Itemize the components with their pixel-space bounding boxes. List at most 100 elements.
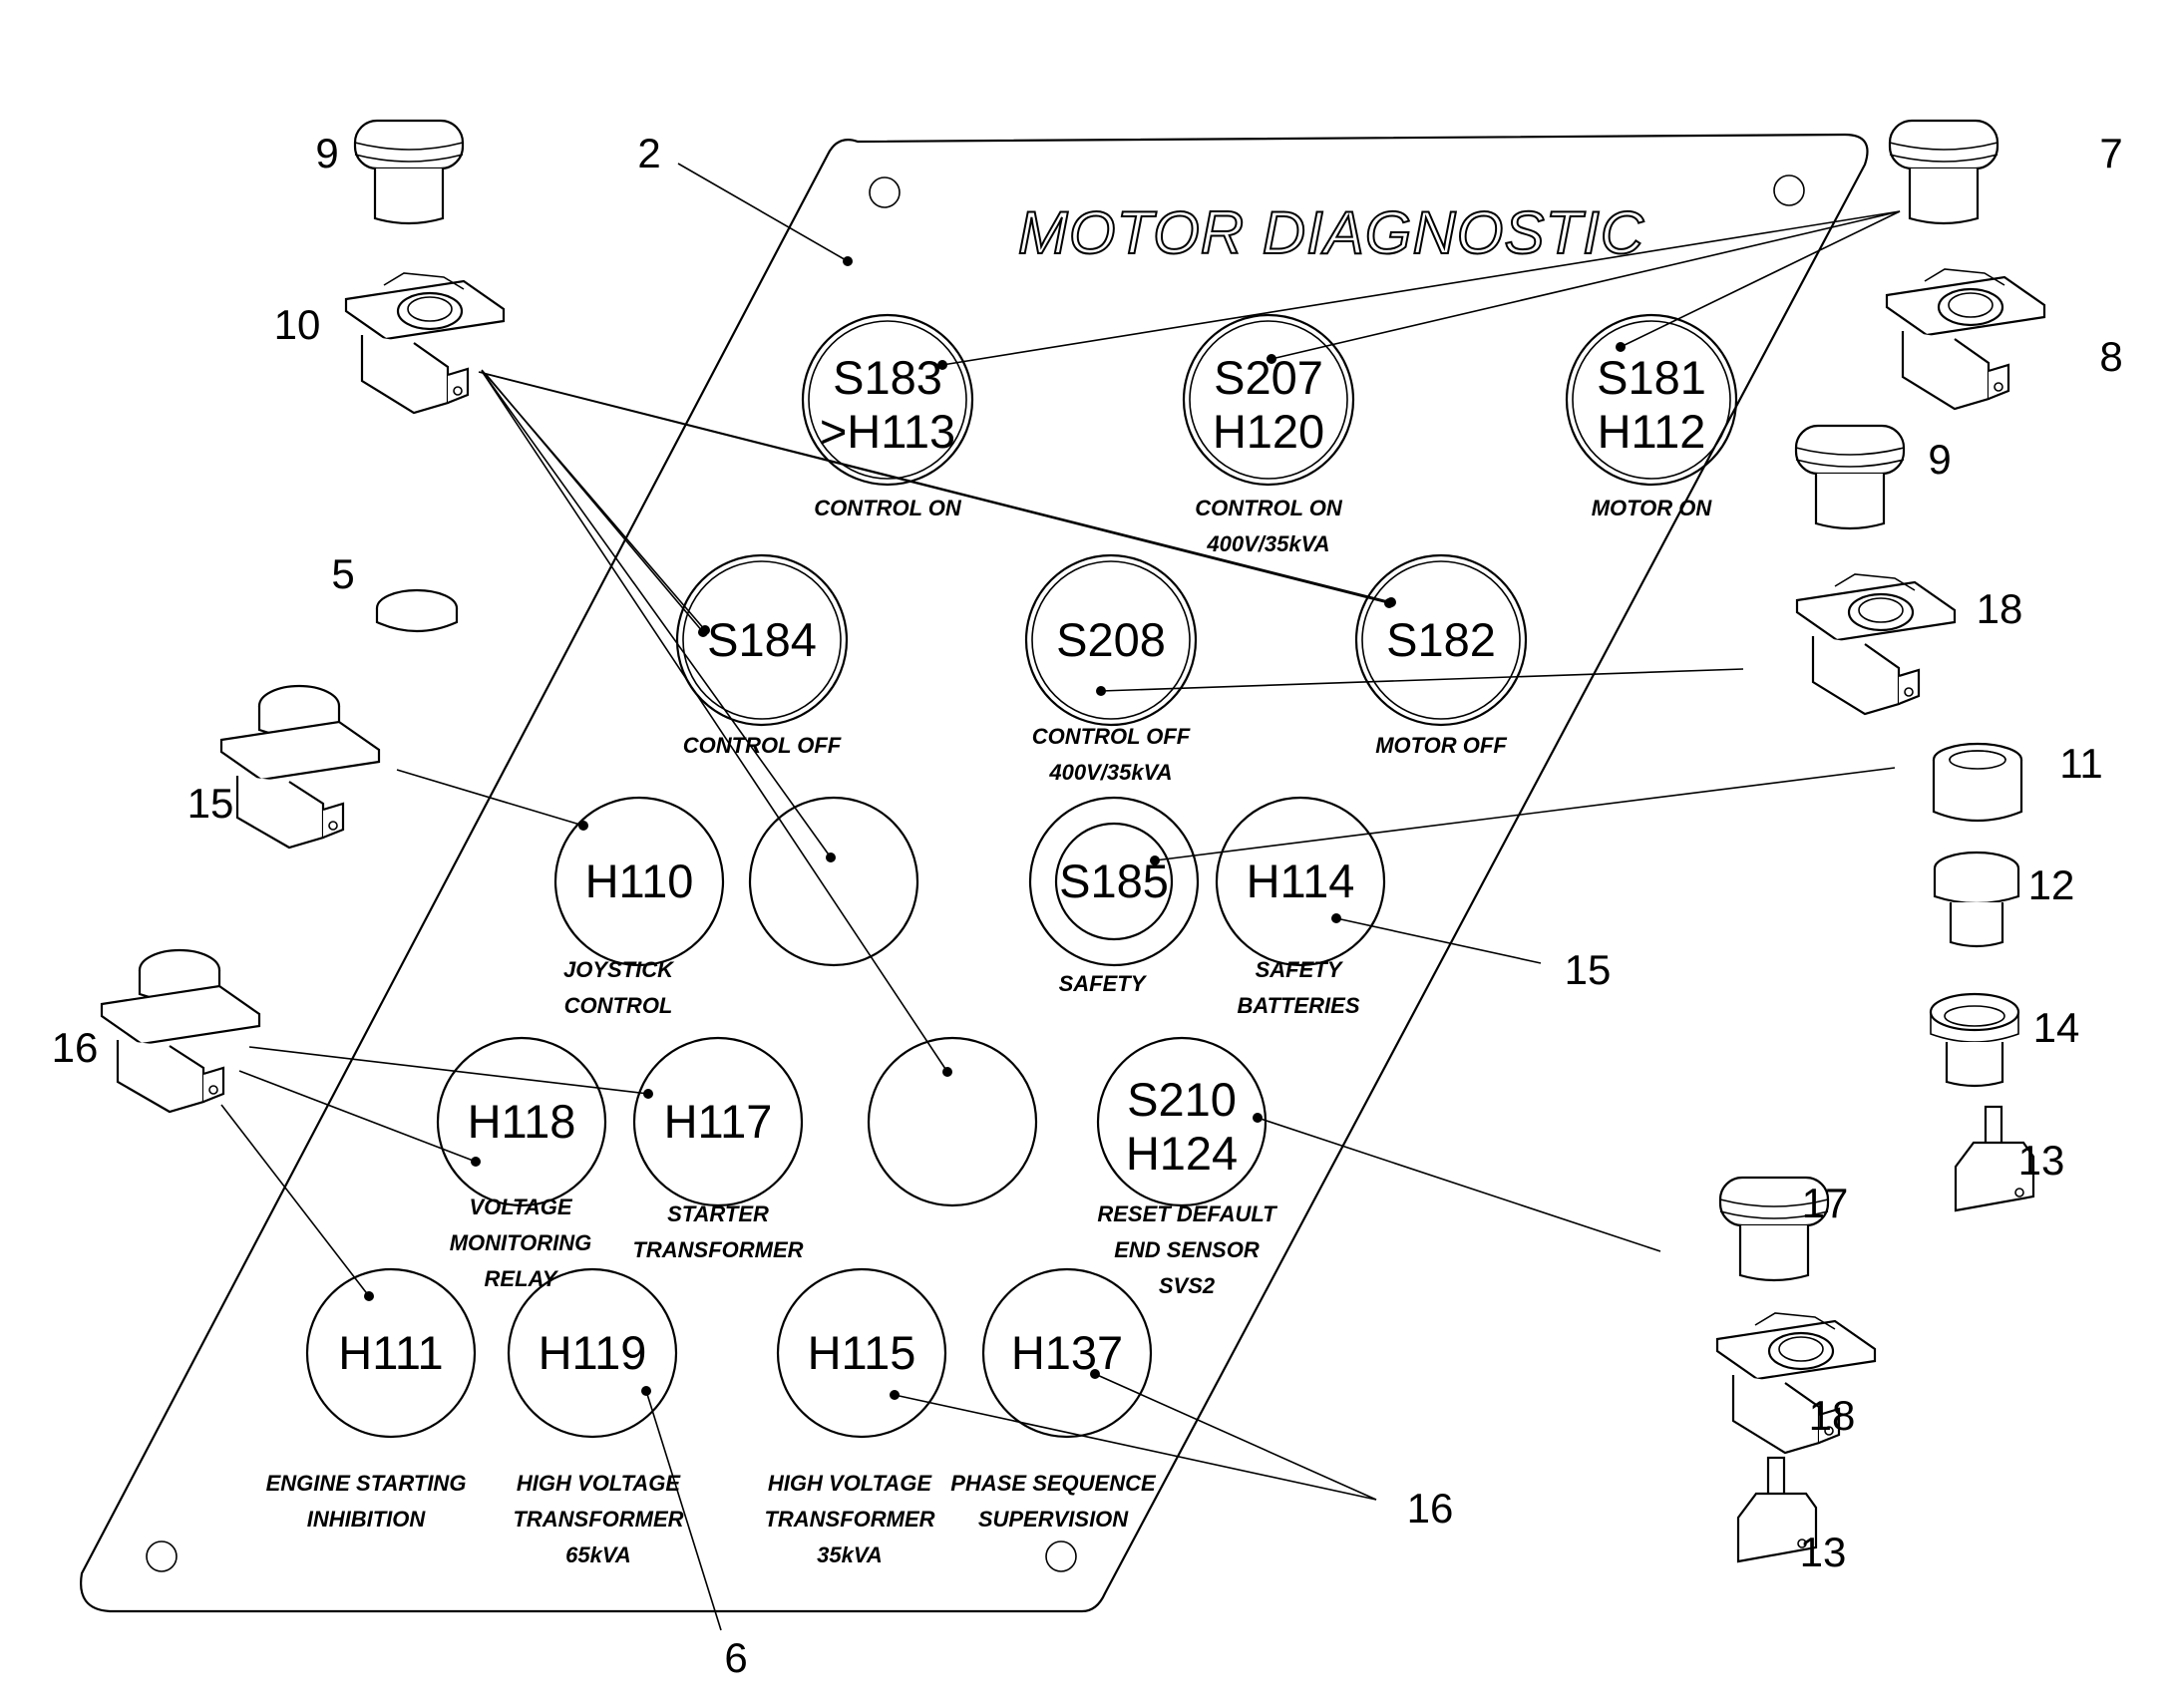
leader-line xyxy=(481,369,706,631)
caption-line: TRANSFORMER xyxy=(632,1237,803,1262)
leader-dot xyxy=(1331,913,1341,923)
leader-lines xyxy=(220,163,1901,1631)
leader-dot xyxy=(942,1067,952,1077)
part-11 xyxy=(1932,742,2023,823)
leader-line xyxy=(1335,917,1542,964)
caption-line: SVS2 xyxy=(1159,1273,1216,1298)
button-s185: S185 xyxy=(1028,796,1200,967)
callout-11: 11 xyxy=(2059,740,2103,787)
button-s208: S208 xyxy=(1024,553,1198,727)
leader-dot xyxy=(890,1390,900,1400)
button-s183: S183>H113 xyxy=(801,313,974,487)
leader-line xyxy=(677,163,849,262)
button-label: H110 xyxy=(585,854,694,907)
leader-line xyxy=(220,1104,370,1297)
mounting-hole xyxy=(1773,174,1805,206)
button-label-secondary: H124 xyxy=(1126,1127,1238,1180)
button-outline xyxy=(748,796,919,967)
leader-dot xyxy=(700,625,710,635)
leader-dot xyxy=(826,853,836,862)
button-label: H117 xyxy=(664,1095,773,1148)
part-8 xyxy=(1885,267,2046,411)
leader-dot xyxy=(937,360,947,370)
leader-dot xyxy=(843,256,853,266)
caption-line: SUPERVISION xyxy=(978,1507,1129,1532)
leader-line xyxy=(941,210,1901,366)
caption-line: 400V/35kVA xyxy=(1048,760,1172,785)
caption-line: CONTROL ON xyxy=(1195,496,1343,520)
caption-line: ENGINE STARTING xyxy=(266,1471,467,1496)
leader-dot xyxy=(1386,597,1396,607)
button-h111: H111 xyxy=(305,1267,477,1439)
leader-dot xyxy=(1616,342,1626,352)
part-15-left xyxy=(219,684,381,850)
caption-line: MOTOR ON xyxy=(1592,496,1713,520)
caption-line: RESET DEFAULT xyxy=(1097,1201,1277,1226)
caption-control-on-1: CONTROL ON xyxy=(814,496,962,520)
caption-engine: ENGINE STARTING INHIBITION xyxy=(266,1471,467,1532)
callout-12: 12 xyxy=(2028,861,2075,908)
button-label: S185 xyxy=(1059,854,1169,907)
caption-line: PHASE SEQUENCE xyxy=(950,1471,1157,1496)
button-outline xyxy=(1354,553,1528,727)
button-label: H115 xyxy=(808,1326,916,1379)
caption-line: RELAY xyxy=(485,1266,559,1291)
button-outline xyxy=(1215,796,1386,967)
button-h110: H110 xyxy=(553,796,725,967)
button-outline xyxy=(675,553,849,727)
mounting-hole xyxy=(869,176,901,208)
button-outline xyxy=(1182,313,1355,487)
leader-line xyxy=(238,1070,477,1163)
panel-plate xyxy=(80,133,1869,1613)
callout-13: 13 xyxy=(2018,1137,2065,1184)
button-blank-b xyxy=(867,1036,1038,1207)
button-h118: H118 xyxy=(436,1036,607,1207)
caption-line: MOTOR OFF xyxy=(1375,733,1507,758)
button-inner-ring xyxy=(1031,560,1191,720)
callout-6: 6 xyxy=(724,1634,747,1681)
caption-line: 35kVA xyxy=(817,1542,883,1567)
callout-2: 2 xyxy=(637,130,660,176)
button-label: H137 xyxy=(1011,1326,1123,1379)
part-14 xyxy=(1929,992,2020,1088)
button-h115: H115 xyxy=(776,1267,947,1439)
part-9-top-left xyxy=(353,119,465,225)
callout-7: 7 xyxy=(2099,130,2122,176)
callout-17: 17 xyxy=(1802,1180,1849,1226)
button-label-secondary: H120 xyxy=(1213,405,1324,458)
button-outline xyxy=(632,1036,804,1207)
caption-phase: PHASE SEQUENCE SUPERVISION xyxy=(950,1471,1157,1532)
button-label: S183 xyxy=(833,351,942,404)
button-label: S210 xyxy=(1127,1073,1237,1126)
caption-line: MONITORING xyxy=(450,1230,592,1255)
button-outline xyxy=(801,313,974,487)
leader-line xyxy=(1620,210,1901,348)
part-12 xyxy=(1933,851,2020,948)
leader-line xyxy=(248,1046,649,1095)
button-label: H111 xyxy=(338,1326,443,1379)
button-outline xyxy=(1096,1036,1268,1207)
caption-motor-off: MOTOR OFF xyxy=(1375,733,1507,758)
caption-safety: SAFETY xyxy=(1059,971,1148,996)
button-label: S208 xyxy=(1056,613,1166,666)
callout-9: 9 xyxy=(315,130,338,176)
leader-line xyxy=(1094,1373,1377,1501)
button-h119: H119 xyxy=(507,1267,678,1439)
caption-line: SAFETY xyxy=(1059,971,1148,996)
caption-line: HIGH VOLTAGE xyxy=(517,1471,682,1496)
button-inner-ring xyxy=(1572,320,1731,480)
button-h137: H137 xyxy=(981,1267,1153,1439)
caption-line: INHIBITION xyxy=(307,1507,427,1532)
button-label: H114 xyxy=(1247,854,1355,907)
button-label-secondary: >H113 xyxy=(820,405,955,458)
caption-line: TRANSFORMER xyxy=(513,1507,683,1532)
button-outline xyxy=(507,1267,678,1439)
button-outline xyxy=(553,796,725,967)
caption-line: CONTROL ON xyxy=(814,496,962,520)
caption-line: STARTER xyxy=(667,1201,769,1226)
button-outline xyxy=(1565,313,1738,487)
